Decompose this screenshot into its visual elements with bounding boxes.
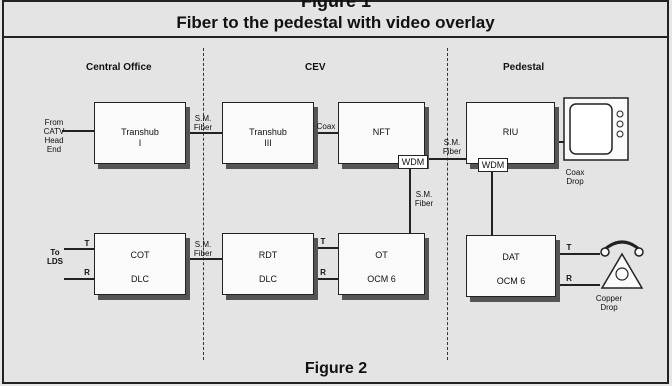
- r-link-lds: [64, 278, 94, 280]
- rdt-label: RDT: [258, 250, 278, 260]
- coax-label: Coax: [316, 122, 336, 131]
- box-transhub-1: Transhub I: [94, 102, 186, 164]
- box-nft: NFT: [338, 102, 425, 164]
- link-riu-dat: [491, 168, 493, 235]
- t-label-co: T: [84, 239, 90, 248]
- box-riu: RIU: [466, 102, 555, 164]
- nft-label: NFT: [372, 127, 391, 137]
- cot-dlc-label: DLC: [130, 274, 149, 284]
- box-dat: DAT OCM 6: [466, 235, 556, 297]
- t-link-rdt-ot: [314, 247, 338, 249]
- cot-label: COT: [130, 250, 150, 260]
- sm-fiber-label-bottom: S.M.Fiber: [193, 240, 213, 258]
- r-link-copper: [556, 284, 600, 286]
- coax-drop-line: [555, 141, 567, 143]
- r-label-pedestal: R: [566, 274, 572, 283]
- ot-ocm-label: OCM 6: [367, 274, 396, 284]
- divider-cev-pedestal: [447, 48, 448, 360]
- section-central-office: Central Office: [86, 62, 152, 73]
- diagram-title: Fiber to the pedestal with video overlay: [4, 8, 667, 38]
- television-icon: [563, 97, 629, 161]
- catv-input-line: [62, 130, 94, 132]
- figure-caption: Figure 2: [304, 360, 368, 377]
- transhub-3-label: Transhub: [249, 127, 287, 137]
- t-label-cev: T: [320, 237, 326, 246]
- sm-fiber-label-vertical: S.M.Fiber: [414, 190, 434, 208]
- box-transhub-3: Transhub III: [222, 102, 314, 164]
- divider-co-cev: [203, 48, 204, 360]
- fiber-link-wdm: [425, 158, 480, 160]
- box-rdt: RDT DLC: [222, 233, 314, 295]
- transhub-1-number: I: [138, 138, 142, 148]
- box-cot: COT DLC: [94, 233, 186, 295]
- t-link-lds: [64, 248, 94, 250]
- riu-label: RIU: [502, 127, 519, 137]
- coax-link-nft: [314, 132, 338, 134]
- fiber-link-nft-ot: [409, 168, 411, 235]
- section-pedestal: Pedestal: [503, 62, 545, 73]
- fiber-link-transhub: [186, 132, 222, 134]
- transhub-3-number: III: [264, 138, 272, 148]
- dat-ocm-label: OCM 6: [496, 276, 526, 286]
- telephone-icon: [600, 240, 644, 289]
- r-label-co: R: [84, 268, 90, 277]
- transhub-1-label: Transhub: [121, 127, 159, 137]
- section-cev: CEV: [305, 62, 326, 73]
- r-link-rdt-ot: [314, 278, 338, 280]
- wdm-cev: WDM: [398, 155, 428, 169]
- fiber-link-dlc: [186, 258, 222, 260]
- sm-fiber-label-wdm: S.M.Fiber: [442, 138, 462, 156]
- sm-fiber-label-top: S.M.Fiber: [193, 114, 213, 132]
- box-ot: OT OCM 6: [338, 233, 425, 295]
- partial-figure-header: Figure 1: [300, 0, 371, 11]
- ot-label: OT: [375, 250, 388, 260]
- wdm-pedestal: WDM: [478, 158, 508, 172]
- r-label-cev: R: [320, 268, 326, 277]
- dat-label: DAT: [502, 252, 520, 262]
- t-label-pedestal: T: [566, 243, 572, 252]
- t-link-copper: [556, 253, 600, 255]
- rdt-dlc-label: DLC: [258, 274, 277, 284]
